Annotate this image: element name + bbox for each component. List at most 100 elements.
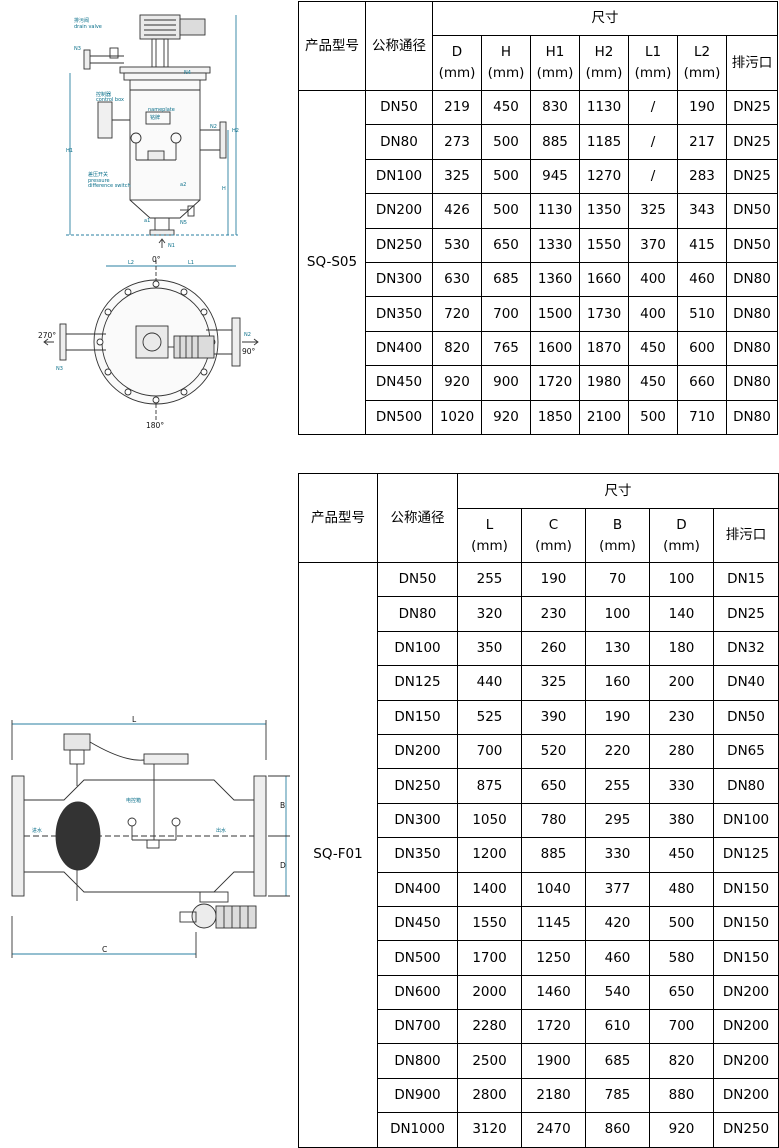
table-cell: DN32: [712, 630, 779, 667]
table-cell: 2000: [457, 974, 522, 1011]
table-cell: 380: [649, 802, 714, 839]
table-cell: DN25: [726, 158, 778, 195]
table-cell: DN300: [377, 802, 458, 839]
table-cell: 1720: [521, 1009, 586, 1045]
s05-header-model: 产品型号: [298, 1, 366, 91]
table-cell: 1850: [530, 399, 580, 435]
table-cell: DN80: [726, 399, 778, 435]
table-cell: DN50: [365, 89, 433, 126]
table-cell: DN150: [712, 871, 779, 907]
table-cell: 325: [628, 193, 678, 229]
table-cell: 1900: [521, 1043, 586, 1079]
table-cell: 500: [481, 193, 531, 229]
label-0-deg: 0°: [152, 255, 161, 264]
table-cell: 580: [649, 940, 714, 976]
table-cell: DN450: [377, 905, 458, 942]
table-cell: DN50: [712, 699, 779, 735]
label-270-deg: 270°: [38, 331, 56, 340]
table-cell: 540: [585, 974, 650, 1011]
table-cell: DN200: [712, 1009, 779, 1045]
table-cell: 920: [481, 399, 531, 435]
table-cell: 100: [649, 561, 714, 598]
table-cell: 260: [521, 630, 586, 667]
table-cell: 1720: [530, 365, 580, 401]
table-cell: DN80: [726, 330, 778, 367]
table-cell: 390: [521, 699, 586, 735]
table-cell: DN80: [712, 768, 779, 804]
table-cell: DN125: [712, 837, 779, 873]
s05-plan-drawing: 0° L2 L1 270° N3 N2 90° 180°: [36, 252, 276, 432]
f01-model-cell: SQ-F01: [298, 562, 378, 1148]
table-cell: DN80: [377, 596, 458, 632]
label-90-deg: 90°: [242, 347, 256, 356]
s05-header-dims: 尺寸: [432, 1, 778, 36]
label-control-box-en: control box: [96, 97, 124, 103]
table-cell: 160: [585, 665, 650, 701]
s05-dimension-table: 产品型号 公称通径 尺寸 D(mm) H(mm) H1(mm) H2(mm) L…: [298, 1, 778, 435]
table-cell: DN400: [377, 871, 458, 907]
label-n5: N5: [180, 220, 187, 226]
table-cell: /: [628, 124, 678, 160]
label-180-deg: 180°: [146, 421, 164, 430]
table-cell: 255: [585, 768, 650, 804]
table-cell: 885: [521, 837, 586, 873]
table-cell: DN250: [377, 768, 458, 804]
table-cell: 180: [649, 630, 714, 667]
table-cell: 130: [585, 630, 650, 667]
table-cell: DN200: [712, 974, 779, 1011]
table-cell: 1330: [530, 227, 580, 263]
table-cell: DN80: [726, 296, 778, 332]
table-cell: 720: [432, 296, 482, 332]
table-cell: 685: [481, 261, 531, 298]
table-cell: 1600: [530, 330, 580, 367]
label-pressure-switch: 差压开关: [88, 171, 108, 178]
f01-elevation-drawing: L B D C 进水 出水 电控箱: [4, 716, 294, 966]
f01-header-dn: 公称通径: [377, 473, 458, 563]
table-cell: 480: [649, 871, 714, 907]
table-cell: 220: [585, 733, 650, 770]
table-cell: 343: [677, 193, 727, 229]
table-cell: 400: [628, 296, 678, 332]
label-a2: a2: [180, 182, 186, 188]
table-cell: DN65: [712, 733, 779, 770]
table-cell: 350: [457, 630, 522, 667]
label-outlet: 出水: [216, 827, 226, 834]
table-cell: DN300: [365, 261, 433, 298]
table-cell: DN100: [365, 158, 433, 195]
table-cell: DN250: [365, 227, 433, 263]
label-n3: N3: [74, 46, 81, 52]
table-cell: 450: [628, 330, 678, 367]
table-cell: /: [628, 158, 678, 195]
table-cell: 650: [481, 227, 531, 263]
table-cell: 500: [481, 158, 531, 195]
table-cell: 1350: [579, 193, 629, 229]
table-cell: DN200: [377, 733, 458, 770]
table-cell: 880: [649, 1077, 714, 1114]
table-cell: 875: [457, 768, 522, 804]
table-cell: 1550: [579, 227, 629, 263]
table-cell: DN150: [377, 699, 458, 735]
table-cell: 450: [628, 365, 678, 401]
table-cell: 1660: [579, 261, 629, 298]
table-cell: DN350: [377, 837, 458, 873]
table-cell: 2180: [521, 1077, 586, 1114]
s05-header-col: L1(mm): [628, 35, 678, 91]
label-h2: H2: [232, 128, 239, 134]
table-cell: DN200: [712, 1077, 779, 1114]
label-nameplate-en: nameplate: [148, 107, 175, 113]
table-cell: 400: [628, 261, 678, 298]
table-cell: 660: [677, 365, 727, 401]
table-cell: 1400: [457, 871, 522, 907]
table-cell: 1050: [457, 802, 522, 839]
label-c: C: [102, 945, 107, 954]
table-cell: DN80: [365, 124, 433, 160]
f01-header-dims: 尺寸: [456, 473, 779, 509]
label-n2: N2: [210, 124, 217, 130]
